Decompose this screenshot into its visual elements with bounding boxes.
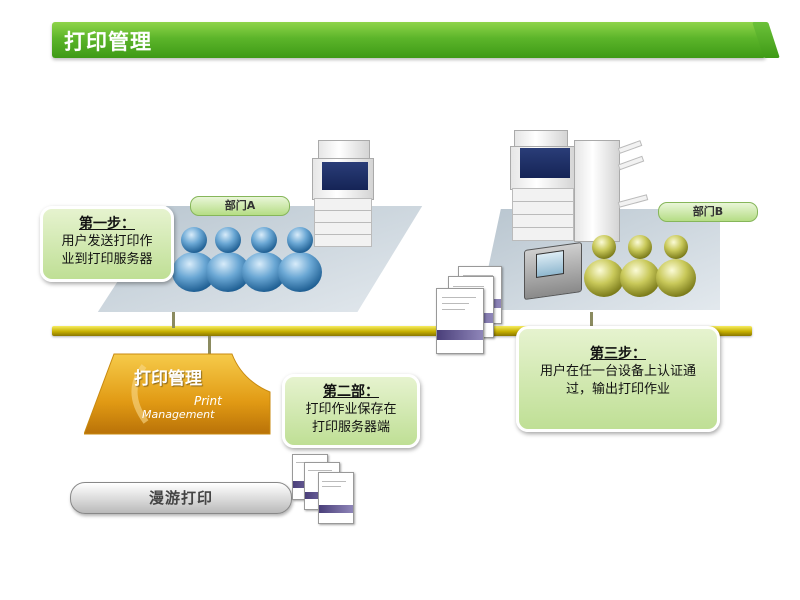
title-banner-notch [752,22,780,58]
step2-line1: 打印作业保存在 [305,402,397,417]
logo-en-line2: Management [142,408,215,421]
print-management-shape [84,353,271,435]
user-icon-yellow [584,235,624,297]
bus-drop-a [172,312,175,328]
department-a-users [172,227,322,292]
step2-line2: 打印服务器端 [311,420,390,435]
title-banner: 打印管理 [52,22,780,58]
bus-drop-b [590,312,593,328]
document-stack-top [436,266,506,356]
document-stack-bottom [292,454,356,524]
user-icon-yellow [620,235,660,297]
logo-en-line1: Print [194,394,222,408]
department-b-label: 部门B [658,202,758,222]
document-icon [318,472,354,524]
roaming-print-button: 漫游打印 [70,482,292,514]
document-icon [436,288,484,354]
step1-heading: 第一步： [79,216,135,232]
user-icon-blue [172,227,216,292]
department-b-users [584,235,696,297]
step1-line2: 业到打印服务器 [61,252,153,267]
user-icon-blue [206,227,250,292]
auth-terminal-icon [524,240,584,301]
printer-icon [510,126,670,246]
bus-drop-server [208,336,211,358]
user-icon-yellow [656,235,696,297]
step3-heading: 第三步： [590,346,646,362]
page-title: 打印管理 [64,30,152,54]
step3-line1: 用户在任一台设备上认证通 [539,364,696,379]
step2-callout: 第二部： 打印作业保存在 打印服务器端 [282,374,420,448]
department-a-label: 部门A [190,196,290,216]
print-management-logo: 打印管理 Print Management [84,352,274,436]
network-bus [52,326,752,336]
step1-line1: 用户发送打印作 [61,234,153,249]
user-icon-blue [278,227,322,292]
logo-cn-text: 打印管理 [134,369,202,389]
step3-line2: 过，输出打印作业 [565,382,670,397]
step2-heading: 第二部： [323,384,379,400]
step3-callout: 第三步： 用户在任一台设备上认证通 过，输出打印作业 [516,326,720,432]
user-icon-blue [242,227,286,292]
step1-callout: 第一步： 用户发送打印作 业到打印服务器 [40,206,174,282]
printer-icon [312,132,374,248]
